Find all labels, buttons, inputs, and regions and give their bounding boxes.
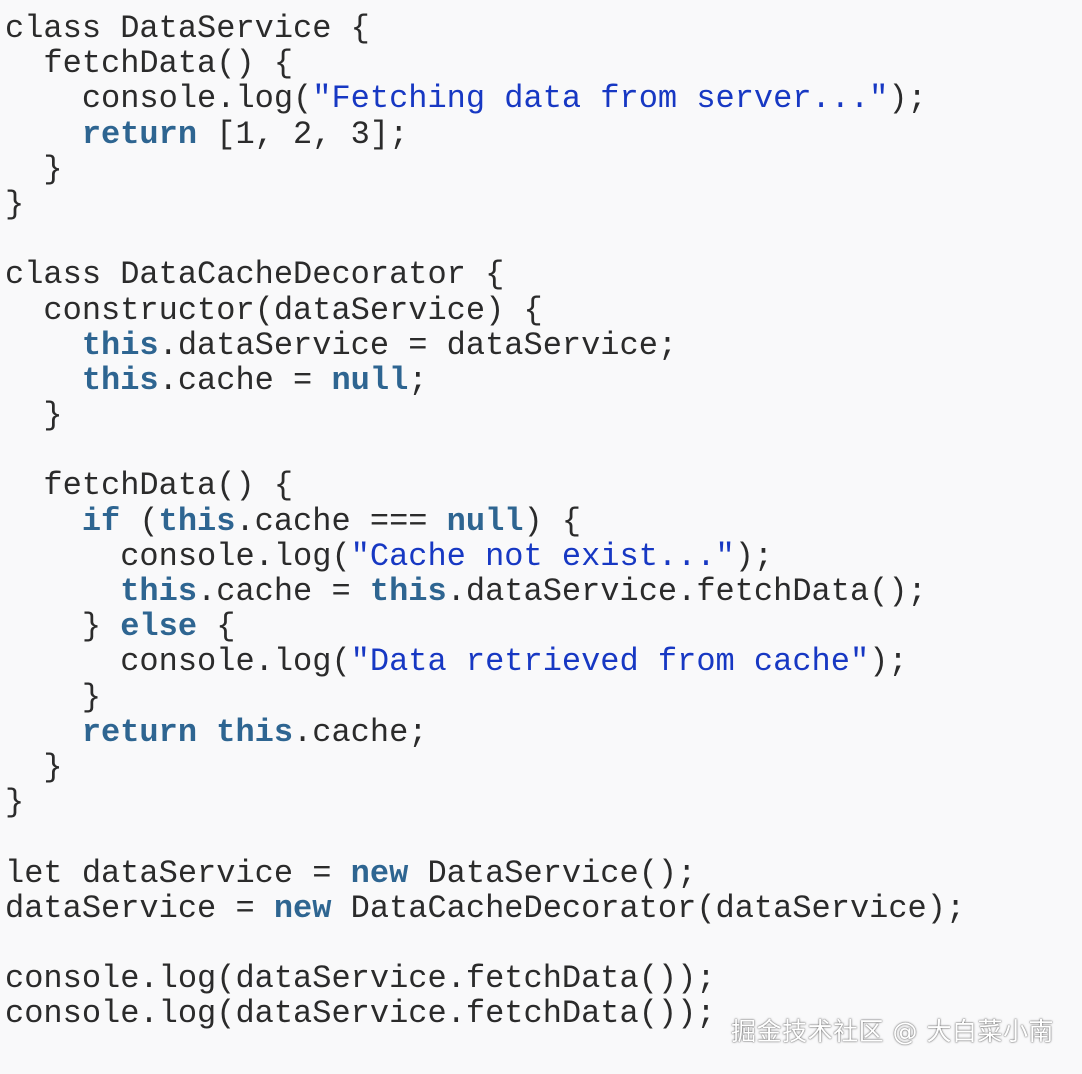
code-token: .cache = xyxy=(158,361,332,399)
code-token: { xyxy=(197,608,236,646)
keyword-token: this xyxy=(369,573,447,610)
code-token xyxy=(5,116,82,153)
code-token xyxy=(5,714,82,751)
code-line: fetchData() { xyxy=(5,46,965,81)
code-token: } xyxy=(5,748,63,786)
code-line: this.dataService = dataService; xyxy=(5,328,965,363)
code-line: return [1, 2, 3]; xyxy=(5,115,965,153)
keyword-token: null xyxy=(331,361,409,399)
code-line: } xyxy=(5,678,965,716)
code-token: let dataService = xyxy=(5,854,351,892)
code-token: console.log( xyxy=(5,80,313,118)
string-token: "Data retrieved from cache" xyxy=(350,643,870,681)
keyword-token: new xyxy=(350,854,409,892)
code-token: ; xyxy=(408,361,428,399)
keyword-token: return xyxy=(81,713,198,751)
code-token: fetchData() { xyxy=(5,467,294,505)
keyword-token: null xyxy=(446,502,524,540)
code-token: DataService(); xyxy=(408,854,697,892)
code-token: console.log(dataService.fetchData()); xyxy=(5,960,716,998)
code-line: } else { xyxy=(5,609,965,644)
watermark: 掘金技术社区 @ 大白菜小南 xyxy=(731,1017,1054,1046)
code-token: ); xyxy=(888,80,927,118)
code-line: } xyxy=(5,785,965,820)
keyword-token: new xyxy=(273,889,332,927)
keyword-token: return xyxy=(81,115,198,153)
code-token: } xyxy=(5,784,25,822)
code-token: ) { xyxy=(523,502,582,540)
code-token: } xyxy=(5,397,63,435)
code-token: class DataService { xyxy=(5,10,370,47)
code-line: let dataService = new DataService(); xyxy=(5,854,965,892)
code-token: DataCacheDecorator(dataService); xyxy=(331,889,966,927)
code-line: console.log("Fetching data from server..… xyxy=(5,81,965,116)
code-token xyxy=(5,362,82,399)
code-token: ( xyxy=(120,502,159,540)
code-token: class DataCacheDecorator { xyxy=(5,256,505,294)
keyword-token: if xyxy=(81,502,121,540)
code-token: console.log( xyxy=(5,643,351,681)
keyword-token: this xyxy=(158,502,236,540)
code-token xyxy=(5,573,120,610)
keyword-token: this xyxy=(81,361,159,399)
code-line: return this.cache; xyxy=(5,715,965,750)
keyword-token: this xyxy=(120,573,198,610)
code-line: console.log(dataService.fetchData()); xyxy=(5,996,965,1031)
code-line: fetchData() { xyxy=(5,468,965,503)
code-line: console.log("Data retrieved from cache")… xyxy=(5,644,965,679)
code-line: constructor(dataService) { xyxy=(5,291,965,329)
code-line: this.cache = null; xyxy=(5,363,965,398)
code-token: console.log(dataService.fetchData()); xyxy=(5,995,716,1033)
code-token: fetchData() { xyxy=(5,45,294,83)
code-line: } xyxy=(5,398,965,433)
code-line: } xyxy=(5,750,965,785)
string-token: "Fetching data from server..." xyxy=(312,80,889,118)
code-line: } xyxy=(5,152,965,187)
code-token: } xyxy=(5,678,102,716)
code-line: console.log("Cache not exist..."); xyxy=(5,539,965,574)
code-token: .cache === xyxy=(235,502,447,540)
keyword-token: this xyxy=(81,326,159,364)
code-token: console.log( xyxy=(5,537,351,575)
code-line: dataService = new DataCacheDecorator(dat… xyxy=(5,891,965,926)
code-line xyxy=(5,820,965,855)
code-token: } xyxy=(5,150,63,188)
code-token xyxy=(197,714,216,751)
code-line: console.log(dataService.fetchData()); xyxy=(5,961,965,996)
code-line xyxy=(5,926,965,961)
code-token: .cache = xyxy=(197,573,370,610)
keyword-token: else xyxy=(120,608,198,646)
code-token: } xyxy=(5,185,25,223)
code-token: constructor(dataService) { xyxy=(5,291,543,329)
code-token: } xyxy=(5,608,121,646)
code-token: ); xyxy=(869,643,908,681)
keyword-token: this xyxy=(216,713,294,751)
code-line: } xyxy=(5,187,965,222)
code-token: [1, 2, 3]; xyxy=(197,115,409,153)
code-block: class DataService { fetchData() { consol… xyxy=(5,11,965,1031)
code-token: .dataService = dataService; xyxy=(158,326,678,364)
code-token xyxy=(5,503,82,540)
code-line xyxy=(5,433,965,468)
code-token: dataService = xyxy=(5,889,274,927)
code-line xyxy=(5,222,965,257)
code-line: this.cache = this.dataService.fetchData(… xyxy=(5,574,965,609)
code-line: class DataService { xyxy=(5,11,965,46)
code-token: .dataService.fetchData(); xyxy=(446,573,927,610)
code-token: .cache; xyxy=(293,713,428,751)
code-token: ); xyxy=(734,537,774,575)
code-line: if (this.cache === null) { xyxy=(5,504,965,539)
string-token: "Cache not exist..." xyxy=(350,537,735,575)
code-token xyxy=(5,327,82,364)
code-line: class DataCacheDecorator { xyxy=(5,257,965,292)
